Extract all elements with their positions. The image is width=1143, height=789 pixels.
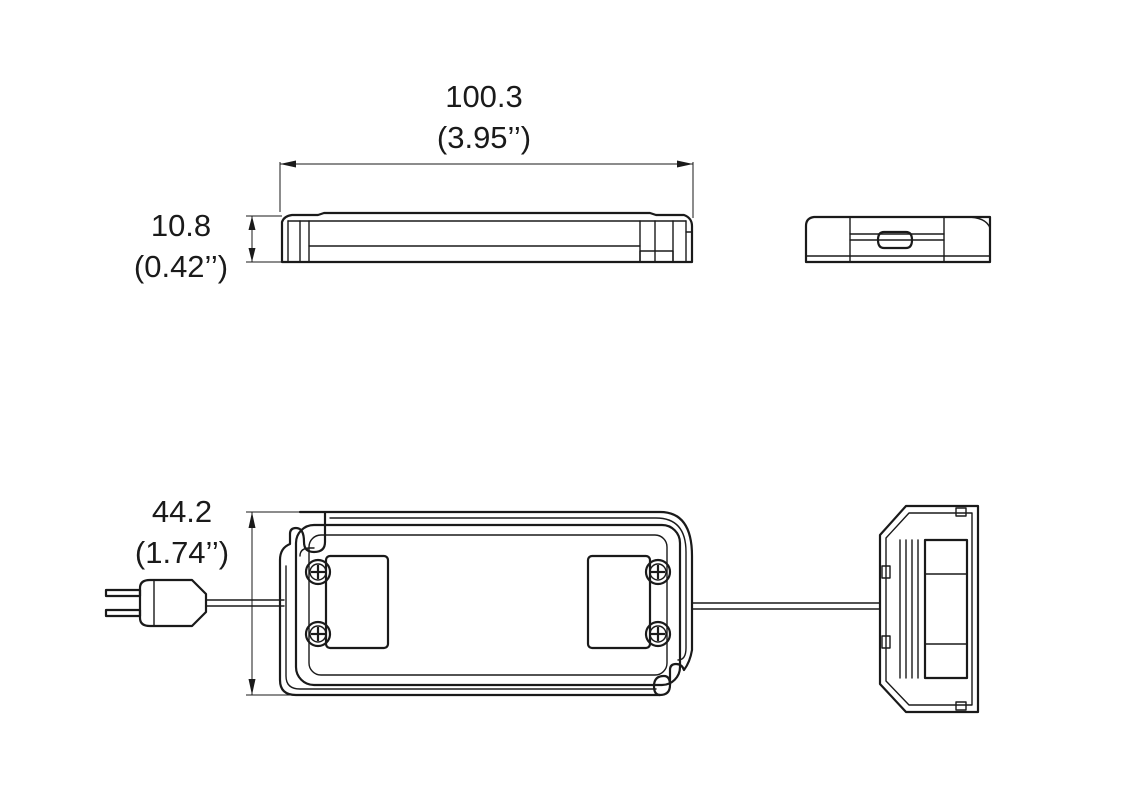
screw-bottom-left bbox=[304, 620, 332, 648]
end-view-outline bbox=[804, 215, 992, 264]
mount-slot-right bbox=[652, 674, 672, 697]
width-arrow-top bbox=[248, 512, 256, 528]
connector-tab-top bbox=[881, 565, 891, 579]
width-dimension: 44.2 (1.74’’) bbox=[135, 494, 300, 696]
end-view-cable-port bbox=[876, 230, 914, 250]
label-pad-right bbox=[586, 554, 652, 650]
plug-prong-top bbox=[104, 588, 142, 598]
housing-inner-edge-top bbox=[329, 517, 687, 661]
length-dimension: 100.3 (3.95’’) bbox=[279, 79, 694, 218]
screw-top-right bbox=[644, 558, 672, 586]
plug-body bbox=[138, 578, 208, 628]
height-arrow-top bbox=[248, 216, 256, 230]
width-inch-label: (1.74’’) bbox=[135, 535, 229, 570]
connector-box bbox=[878, 504, 980, 714]
screw-top-left bbox=[304, 558, 332, 586]
plug-prong-bottom bbox=[104, 608, 142, 618]
length-arrow-right bbox=[677, 160, 693, 168]
housing-inner-edge-bottom bbox=[285, 565, 657, 690]
side-view-outline bbox=[280, 211, 694, 264]
housing-panel bbox=[294, 523, 682, 687]
power-plug bbox=[104, 578, 285, 628]
end-view-right-chamfer bbox=[943, 216, 991, 229]
driver-housing bbox=[278, 510, 694, 697]
connector-tab-bottom bbox=[881, 635, 891, 649]
height-arrow-bottom bbox=[248, 248, 256, 262]
width-mm-label: 44.2 bbox=[152, 494, 212, 529]
connector-latch-top bbox=[955, 507, 967, 517]
housing-inner-corner bbox=[299, 547, 315, 557]
housing-inner-panel bbox=[308, 534, 668, 676]
connector-outline bbox=[878, 504, 980, 714]
screw-bottom-right bbox=[644, 620, 672, 648]
length-mm-label: 100.3 bbox=[445, 79, 523, 114]
height-mm-label: 10.8 bbox=[151, 208, 211, 243]
label-pad-left bbox=[324, 554, 390, 650]
connector-terminal-inner bbox=[924, 573, 968, 645]
height-dimension: 10.8 (0.42’’) bbox=[134, 208, 282, 284]
connector-terminal-window bbox=[923, 538, 969, 680]
height-inch-label: (0.42’’) bbox=[134, 249, 228, 284]
connector-inner-outline bbox=[885, 512, 973, 706]
side-view bbox=[280, 211, 694, 264]
connector-latch-bottom bbox=[955, 701, 967, 711]
side-view-clip bbox=[639, 250, 674, 263]
output-cable bbox=[691, 602, 881, 610]
housing-outline bbox=[278, 510, 694, 697]
length-arrow-left bbox=[280, 160, 296, 168]
connector-end-view bbox=[804, 215, 992, 264]
width-arrow-bottom bbox=[248, 679, 256, 695]
length-inch-label: (3.95’’) bbox=[437, 120, 531, 155]
